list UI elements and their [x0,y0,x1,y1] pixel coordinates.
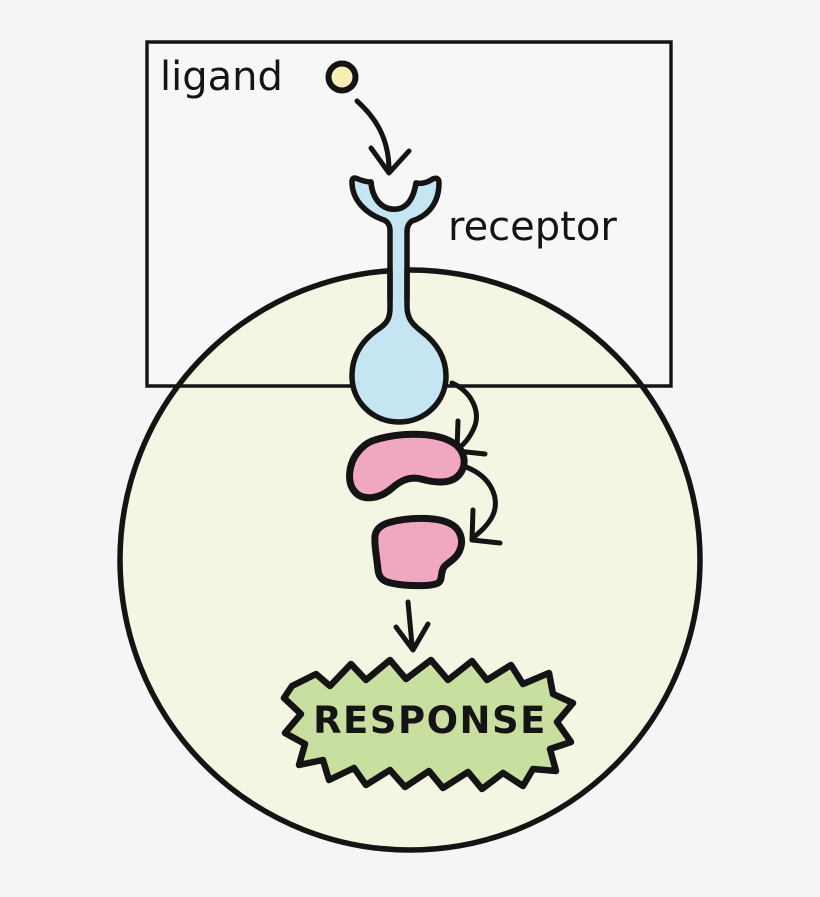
arrow-protein-1-to-protein-2 [463,464,503,546]
extracellular-box-outline [145,40,673,388]
arrow-protein-2-to-response [393,599,431,653]
ligand-label: ligand [160,54,283,100]
response-label: RESPONSE [313,699,547,742]
signaling-protein-2 [371,514,465,590]
arrow-ligand-to-receptor [354,98,412,176]
receptor-label: receptor [448,204,617,250]
membrane-receptor [349,175,449,425]
receptor-binding-pocket [368,179,419,212]
ligand-molecule [325,60,359,94]
signaling-protein-1 [346,430,468,502]
response-starburst [280,656,577,793]
membrane-crossing-detail [387,270,410,300]
